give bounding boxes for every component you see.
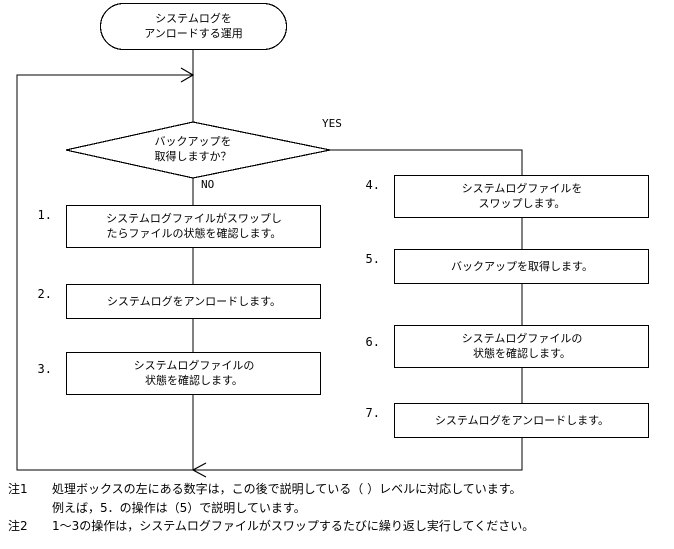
decision-no-label: NO — [201, 178, 215, 191]
box-5-shape — [393, 248, 650, 285]
footnote-1-tag: 注1 — [8, 482, 28, 496]
arrowhead-return-junction — [191, 462, 207, 478]
footnote-2-tag: 注2 — [8, 519, 28, 534]
box-7-shape — [393, 402, 650, 439]
footnote-1-subtext: 例えば，5．の操作は（5）で説明しています。 — [52, 500, 306, 515]
box-2-shape — [65, 283, 322, 320]
edge-box7-return — [193, 437, 523, 471]
box-7-number: 7. — [365, 406, 380, 420]
start-terminator-shape — [99, 2, 288, 51]
box-4-number: 4. — [365, 178, 380, 192]
box-3-number: 3. — [37, 362, 52, 376]
decision-yes-label: YES — [322, 117, 342, 130]
footnote-2-text: 1～3の操作は，システムログファイルがスワップするたびに繰り返し実行してください… — [52, 519, 535, 534]
box-1-number: 1. — [37, 208, 52, 222]
box-2-number: 2. — [37, 287, 52, 301]
footnote-1-text: 処理ボックスの左にある数字は，この後で説明している（ ）レベルに対応しています。 — [52, 482, 522, 496]
decision-diamond-shape — [65, 121, 331, 179]
footnotes: 注1 処理ボックスの左にある数字は，この後で説明している（ ）レベルに対応してい… — [8, 480, 668, 536]
box-5-number: 5. — [365, 252, 380, 266]
footnote-1: 注1 処理ボックスの左にある数字は，この後で説明している（ ）レベルに対応してい… — [8, 480, 668, 499]
edge-yes-to-box4 — [330, 149, 523, 175]
footnote-2: 注2 1～3の操作は，システムログファイルがスワップするたびに繰り返し実行してく… — [8, 517, 668, 536]
box-6-shape — [393, 324, 650, 369]
box-6-number: 6. — [365, 335, 380, 349]
box-1-shape — [65, 204, 322, 249]
box-4-shape — [393, 174, 650, 219]
arrowhead-feedback-to-decision — [180, 67, 195, 83]
box-3-shape — [65, 351, 322, 396]
edge-feedback-loop — [16, 74, 193, 471]
